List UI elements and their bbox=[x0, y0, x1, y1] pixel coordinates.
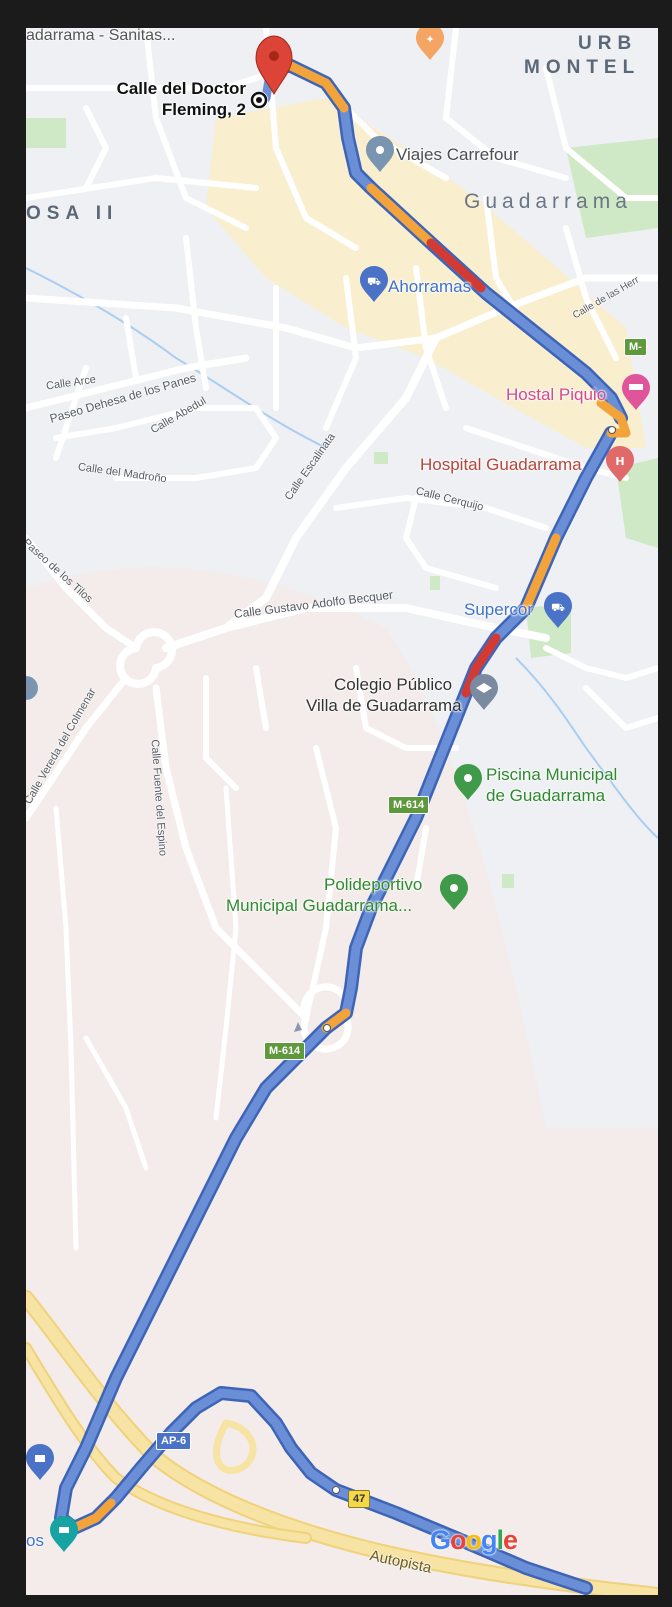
left-edge-icon-1 bbox=[26, 676, 38, 700]
district-urb: URB bbox=[578, 33, 638, 54]
svg-text:H: H bbox=[615, 455, 624, 468]
route-slow-6 bbox=[69, 1498, 116, 1533]
map-canvas[interactable]: ✦ ⛟ H ⛟ bbox=[26, 28, 658, 1595]
supermarket-icon-ahorramas: ⛟ bbox=[360, 266, 388, 302]
route-slow-4 bbox=[521, 533, 561, 613]
park-6 bbox=[502, 874, 514, 888]
poi-hostal[interactable]: Hostal Piquio bbox=[506, 385, 607, 404]
destination-line2: Fleming, 2 bbox=[161, 100, 246, 120]
svg-text:⛟: ⛟ bbox=[551, 601, 565, 614]
travel-agency-icon bbox=[366, 136, 394, 172]
poi-hospital[interactable]: Hospital Guadarrama bbox=[420, 455, 582, 474]
district-osa: OSA II bbox=[26, 203, 119, 224]
google-logo: Google bbox=[430, 1525, 518, 1555]
street-network bbox=[26, 28, 658, 1251]
destination-target-icon bbox=[250, 91, 268, 109]
shield-m614-north: M-614 bbox=[388, 796, 430, 815]
poi-colegio-line2[interactable]: Villa de Guadarrama bbox=[306, 696, 462, 715]
river-1 bbox=[26, 267, 327, 449]
top-place-label: adarrama - Sanitas... bbox=[26, 28, 176, 44]
poi-poli-line1[interactable]: Polideportivo bbox=[324, 875, 423, 894]
hospital-icon: H bbox=[606, 446, 634, 482]
school-icon bbox=[470, 674, 498, 710]
poi-colegio-line1[interactable]: Colegio Público bbox=[334, 675, 453, 694]
shield-exit-47: 47 bbox=[348, 1490, 371, 1509]
route-slow-2 bbox=[366, 183, 436, 248]
tourist-icon-bottom-left bbox=[50, 1516, 78, 1552]
waypoint-4 bbox=[332, 1486, 340, 1494]
poi-bottom-left[interactable]: os bbox=[26, 1531, 44, 1550]
svg-text:✦: ✦ bbox=[425, 33, 434, 46]
park-7 bbox=[26, 118, 66, 148]
poi-ahorramas[interactable]: Ahorramas bbox=[388, 277, 472, 296]
route-jam-2 bbox=[461, 633, 501, 698]
hotel-icon bbox=[622, 374, 650, 410]
supermarket-icon-supercor: ⛟ bbox=[544, 592, 572, 628]
sports-pin-icon bbox=[440, 874, 468, 910]
poi-viajes-carrefour[interactable]: Viajes Carrefour bbox=[396, 145, 519, 164]
destination-label: Calle del Doctor Fleming, 2 bbox=[86, 78, 246, 121]
oneway-arrow-icon bbox=[294, 1022, 302, 1032]
waypoint-3 bbox=[323, 1024, 331, 1032]
svg-text:⛟: ⛟ bbox=[367, 275, 381, 288]
route bbox=[54, 59, 631, 1595]
poi-supercor[interactable]: Supercor bbox=[464, 600, 533, 619]
park-5 bbox=[430, 576, 440, 590]
highway-ap6 bbox=[26, 1290, 658, 1595]
poi-piscina-line1[interactable]: Piscina Municipal bbox=[486, 765, 618, 784]
river-2 bbox=[515, 657, 658, 839]
route-slow-3 bbox=[596, 398, 631, 438]
poi-piscina-line2[interactable]: de Guadarrama bbox=[486, 786, 606, 805]
park-4 bbox=[374, 452, 388, 464]
poi-poli-line2[interactable]: Municipal Guadarrama... bbox=[226, 896, 413, 915]
destination-line1: Calle del Doctor bbox=[116, 79, 246, 98]
destination-pin-icon bbox=[255, 35, 293, 96]
shopping-icon-bottom-left bbox=[26, 1444, 54, 1480]
urban-area bbox=[206, 98, 646, 448]
shield-ap6: AP-6 bbox=[156, 1432, 192, 1451]
route-jam-1 bbox=[426, 238, 486, 293]
waypoint-2 bbox=[608, 426, 616, 434]
town-label: Guadarrama bbox=[464, 190, 632, 213]
pool-pin-icon bbox=[454, 764, 482, 800]
shield-m-right: M- bbox=[624, 338, 647, 357]
map-base: ✦ ⛟ H ⛟ bbox=[26, 28, 658, 1595]
district-montel: MONTEL bbox=[524, 57, 641, 78]
restaurant-icon: ✦ bbox=[416, 28, 444, 60]
shield-m614-south: M-614 bbox=[264, 1042, 306, 1061]
